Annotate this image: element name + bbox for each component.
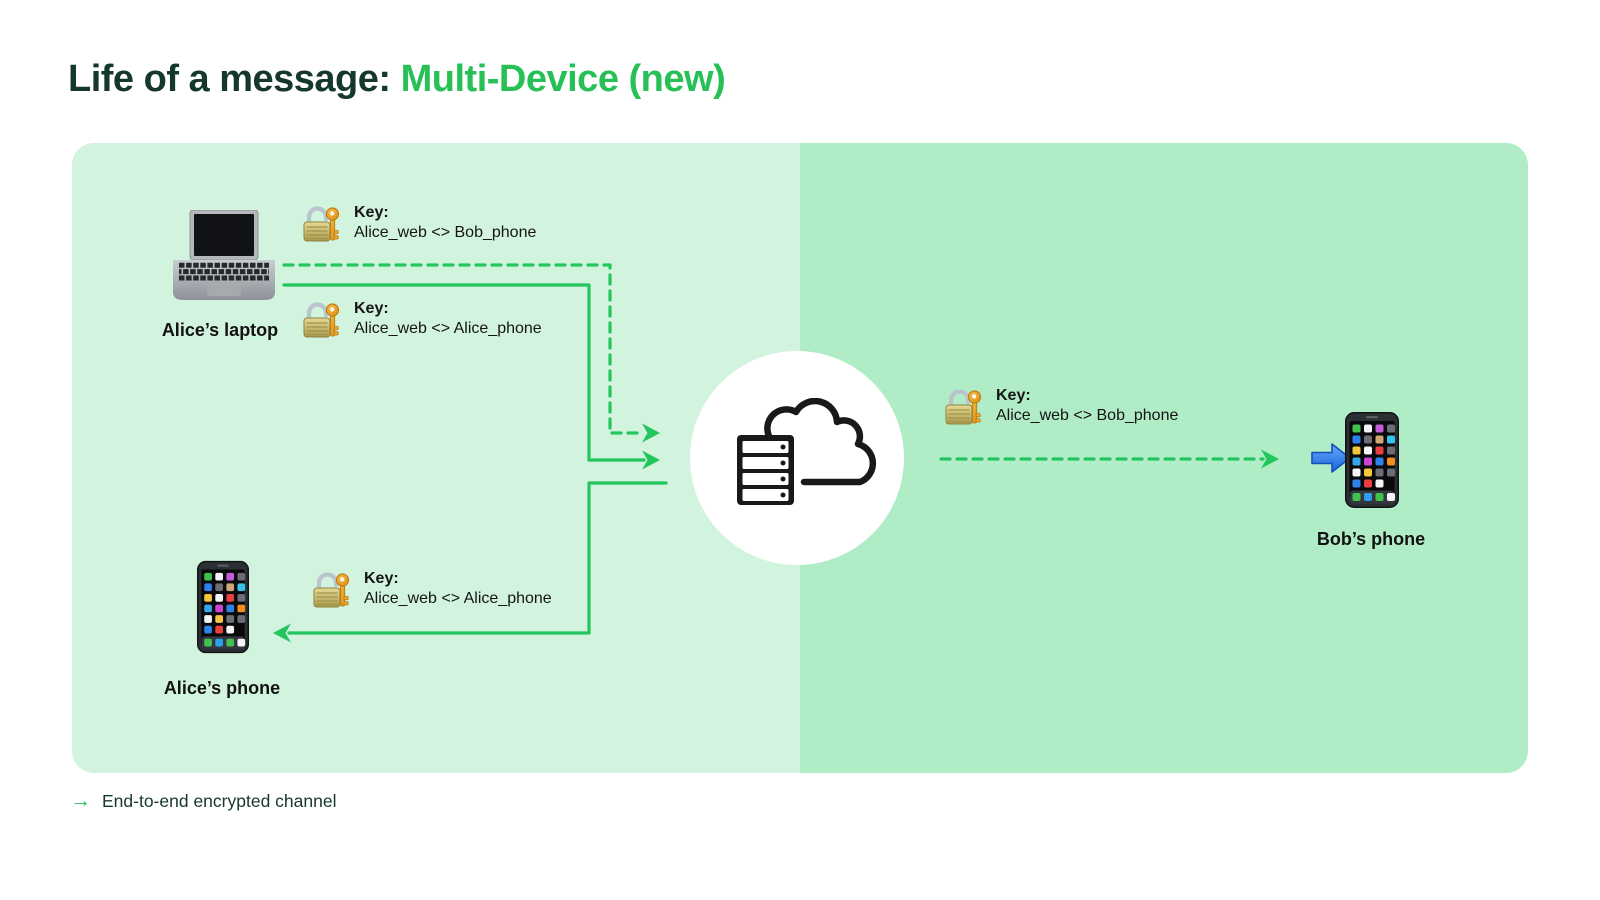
lock-with-key-icon	[312, 569, 350, 609]
key-block-laptop-alice: Key: Alice_web <> Alice_phone	[302, 299, 542, 339]
key-text: Key: Alice_web <> Alice_phone	[364, 569, 552, 609]
key-text: Key: Alice_web <> Bob_phone	[996, 386, 1178, 426]
lock-with-key-icon	[302, 299, 340, 339]
server-bob-zone-background	[800, 143, 1528, 773]
key-title: Key:	[996, 387, 1031, 404]
legend: → End-to-end encrypted channel	[70, 790, 336, 812]
key-pair: Alice_web <> Alice_phone	[354, 320, 542, 337]
page-title: Life of a message: Multi-Device (new)	[68, 58, 726, 101]
key-block-laptop-bob: Key: Alice_web <> Bob_phone	[302, 203, 536, 243]
bob-phone-icon	[1345, 412, 1399, 508]
key-title: Key:	[354, 300, 389, 317]
legend-arrow-icon: →	[70, 789, 91, 812]
title-prefix: Life of a message:	[68, 58, 401, 100]
server-cloud-icon	[737, 398, 877, 505]
alice-laptop-label: Alice’s laptop	[161, 320, 279, 340]
key-text: Key: Alice_web <> Alice_phone	[354, 299, 542, 339]
key-block-phone-alice: Key: Alice_web <> Alice_phone	[312, 569, 552, 609]
key-pair: Alice_web <> Bob_phone	[996, 407, 1179, 424]
key-pair: Alice_web <> Bob_phone	[354, 224, 537, 241]
blue-right-arrow-icon	[1311, 443, 1351, 473]
key-title: Key:	[364, 570, 399, 587]
key-block-server-bob: Key: Alice_web <> Bob_phone	[944, 386, 1178, 426]
legend-label: End-to-end encrypted channel	[102, 791, 337, 811]
alice-phone-icon	[197, 560, 249, 654]
alice-phone-label: Alice’s phone	[163, 678, 281, 698]
key-pair: Alice_web <> Alice_phone	[364, 590, 552, 607]
title-highlight: Multi-Device (new)	[400, 58, 726, 100]
alice-laptop-icon	[173, 210, 275, 300]
key-text: Key: Alice_web <> Bob_phone	[354, 203, 536, 243]
lock-with-key-icon	[944, 386, 982, 426]
bob-phone-label: Bob’s phone	[1316, 529, 1426, 549]
key-title: Key:	[354, 204, 389, 221]
lock-with-key-icon	[302, 203, 340, 243]
server-circle	[690, 351, 904, 565]
